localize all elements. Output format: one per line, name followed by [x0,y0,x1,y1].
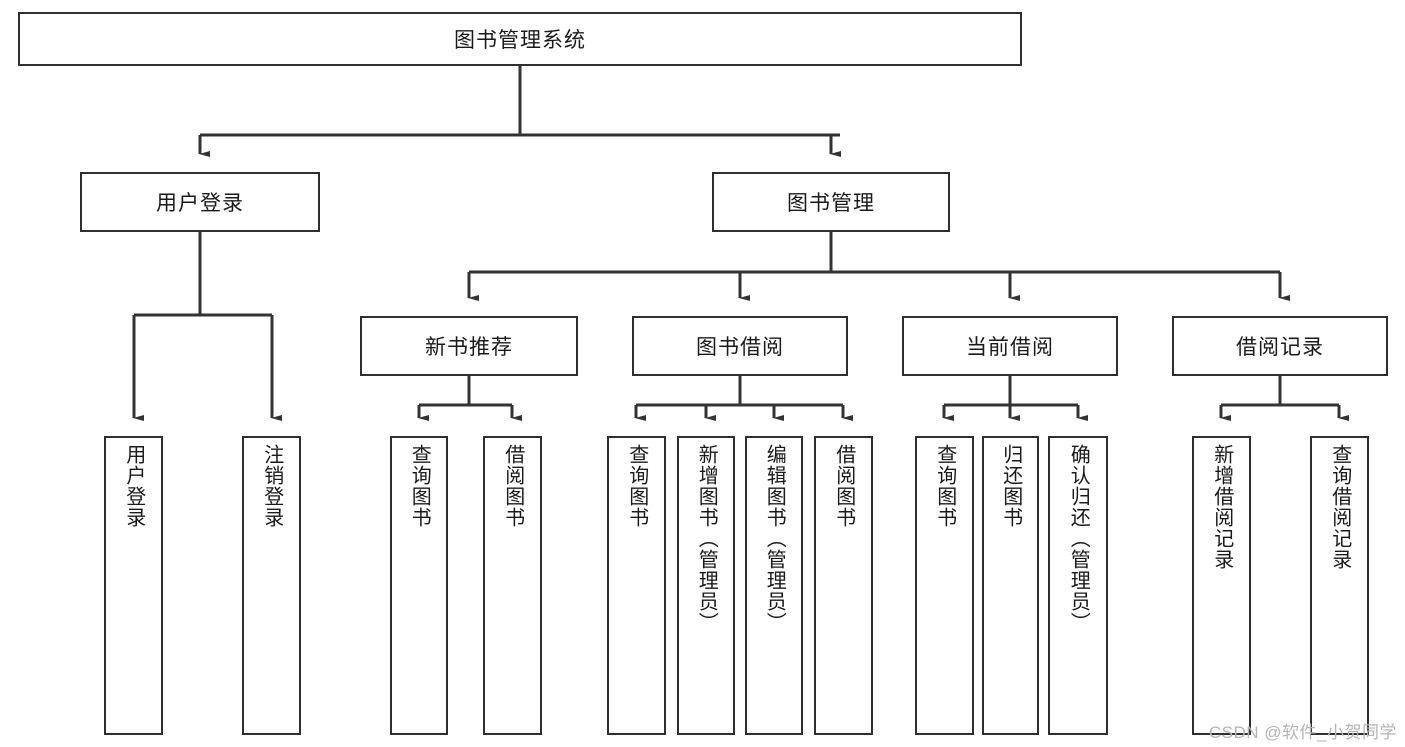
node-leaf-borrow-book-1-label: 借阅图书 [501,444,524,528]
node-book-borrow-label: 图书借阅 [696,336,784,359]
node-leaf-add-borrow-record[interactable]: 新增借阅记录 [1192,436,1251,735]
node-user-login-label: 用户登录 [156,192,244,215]
node-current-borrow[interactable]: 当前借阅 [902,316,1118,376]
node-new-book-rec[interactable]: 新书推荐 [360,316,578,376]
node-leaf-add-book[interactable]: 新增图书（管理员） [677,436,735,735]
node-borrow-record[interactable]: 借阅记录 [1172,316,1388,376]
node-leaf-borrow-book-1[interactable]: 借阅图书 [483,436,542,735]
node-leaf-user-logout-label: 注销登录 [260,444,283,528]
node-leaf-add-book-label: 新增图书（管理员） [695,444,718,633]
node-root[interactable]: 图书管理系统 [18,12,1022,66]
node-leaf-query-borrow-record-label: 查询借阅记录 [1328,444,1351,570]
node-leaf-borrow-book-2-label: 借阅图书 [832,444,855,528]
node-user-login[interactable]: 用户登录 [80,172,320,232]
node-leaf-add-borrow-record-label: 新增借阅记录 [1210,444,1233,570]
node-current-borrow-label: 当前借阅 [966,336,1054,359]
node-leaf-query-book-1[interactable]: 查询图书 [390,436,448,735]
node-leaf-query-book-3[interactable]: 查询图书 [915,436,974,735]
node-leaf-return-book[interactable]: 归还图书 [982,436,1039,735]
node-book-manage-label: 图书管理 [787,192,875,215]
node-leaf-user-login-label: 用户登录 [122,444,145,528]
node-leaf-user-logout[interactable]: 注销登录 [242,436,301,735]
node-book-manage[interactable]: 图书管理 [712,172,950,232]
node-book-borrow[interactable]: 图书借阅 [632,316,848,376]
node-leaf-confirm-return[interactable]: 确认归还（管理员） [1048,436,1108,735]
node-leaf-edit-book-label: 编辑图书（管理员） [763,444,786,633]
node-new-book-rec-label: 新书推荐 [425,336,513,359]
node-leaf-query-borrow-record[interactable]: 查询借阅记录 [1310,436,1369,735]
watermark: CSDN @软件_小贺同学 [1208,723,1397,742]
node-borrow-record-label: 借阅记录 [1236,336,1324,359]
node-leaf-query-book-2[interactable]: 查询图书 [607,436,666,735]
node-leaf-query-book-3-label: 查询图书 [933,444,956,528]
node-leaf-edit-book[interactable]: 编辑图书（管理员） [745,436,803,735]
node-leaf-return-book-label: 归还图书 [999,444,1022,528]
node-leaf-borrow-book-2[interactable]: 借阅图书 [814,436,873,735]
node-leaf-user-login[interactable]: 用户登录 [104,436,163,735]
node-leaf-query-book-2-label: 查询图书 [625,444,648,528]
node-root-label: 图书管理系统 [454,29,586,52]
node-leaf-query-book-1-label: 查询图书 [408,444,431,528]
node-leaf-confirm-return-label: 确认归还（管理员） [1067,444,1090,633]
